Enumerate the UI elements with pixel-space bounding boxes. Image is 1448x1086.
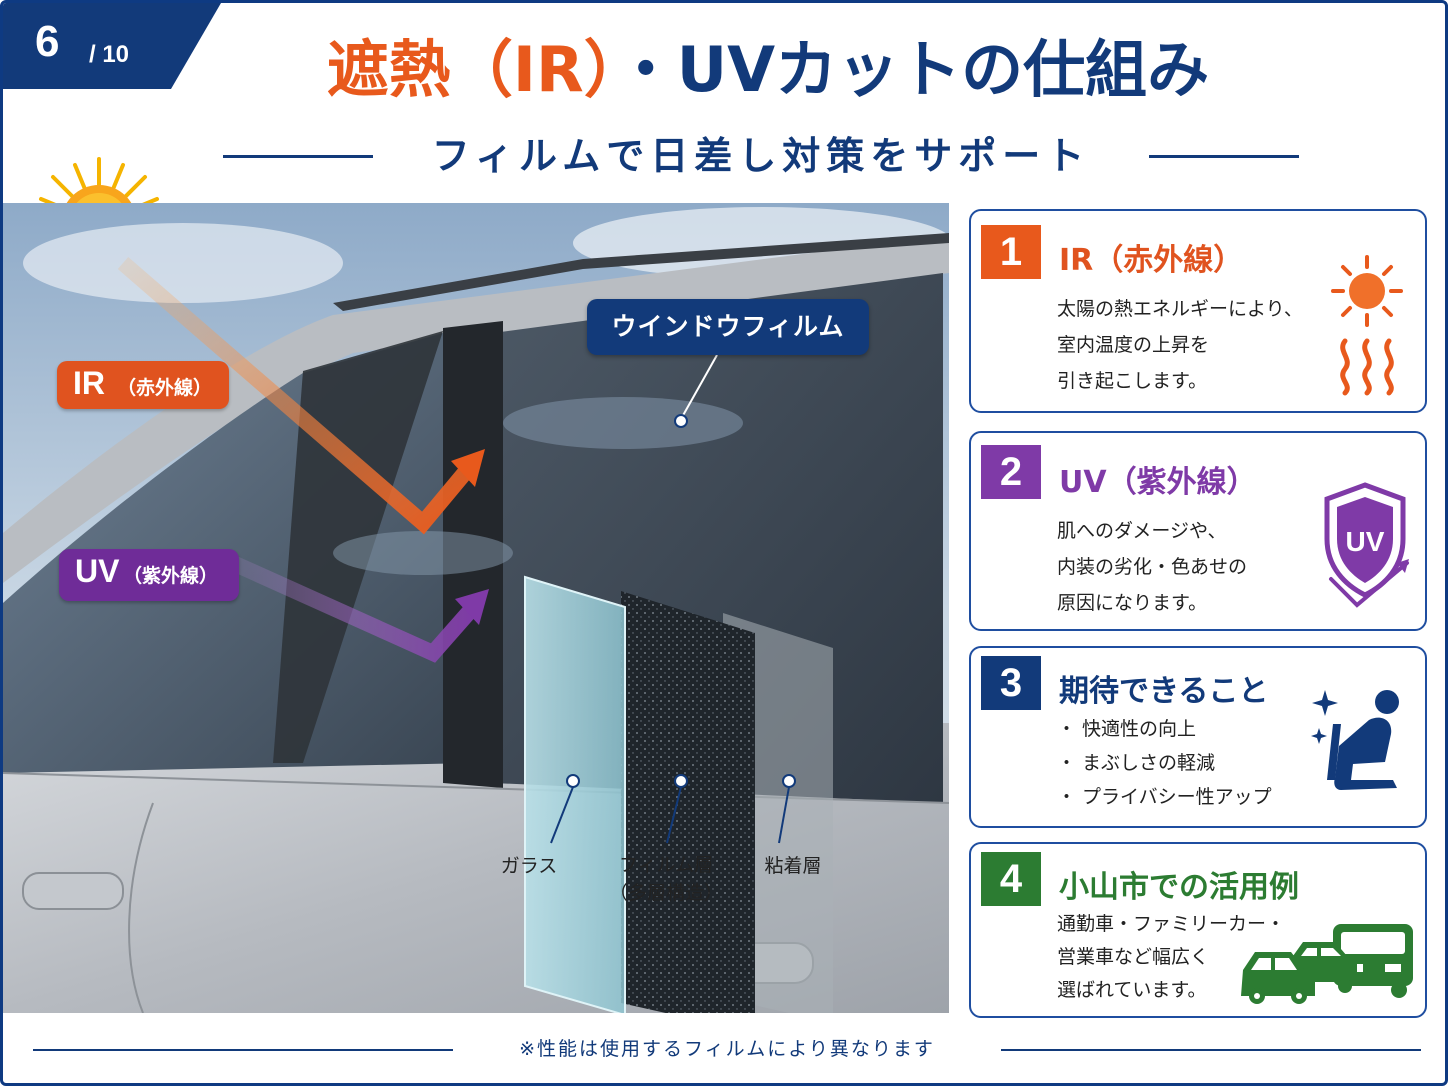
uv-shield-text: UV [1346, 526, 1385, 557]
total-pages: / 10 [89, 41, 130, 68]
page-subtitle: フィルムで日差し対策をサポート [431, 134, 1091, 178]
footer-rule-left [33, 1049, 453, 1051]
card-title: 期待できること [1059, 674, 1269, 709]
card-title: 小山市での活用例 [1059, 870, 1299, 905]
uv-tag: UV （紫外線） [59, 549, 239, 601]
film-layer-label: フィルム層 （多層構造） [601, 851, 731, 907]
title-ir-part: 遮熱（IR） [326, 33, 615, 106]
info-card-benefits: 3 期待できること ・ 快適性の向上 ・ まぶしさの軽減 ・ プライバシー性アッ… [969, 646, 1427, 828]
card-line: 通勤車・ファミリーカー・ [1057, 913, 1286, 935]
card-title: UV（紫外線） [1059, 465, 1257, 500]
info-card-ir: 1 IR（赤外線） 太陽の熱エネルギーにより、 室内温度の上昇を 引き起こします… [969, 209, 1427, 413]
ir-tag-main: IR [73, 365, 105, 401]
card-body: 肌へのダメージや、 内装の劣化・色あせの 原因になります。 [1057, 513, 1247, 621]
ir-tag: IR （赤外線） [57, 361, 229, 409]
card-line: 引き起こします。 [1057, 370, 1208, 392]
info-card-usage: 4 小山市での活用例 通勤車・ファミリーカー・ 営業車など幅広く 選ばれています… [969, 842, 1427, 1018]
title-uv-part: ・UVカットの仕組み [614, 33, 1210, 106]
card-number: 3 [981, 656, 1041, 710]
footer-rule-right [1001, 1049, 1421, 1051]
card-number: 1 [981, 225, 1041, 279]
car-window-illustration: IR （赤外線） UV （紫外線） ウインドウフィルム ガラス フィルム層 （多… [3, 203, 949, 1013]
info-card-uv: 2 UV（紫外線） 肌へのダメージや、 内装の劣化・色あせの 原因になります。 … [969, 431, 1427, 631]
uv-tag-sub: （紫外線） [123, 565, 219, 587]
window-film-label: ウインドウフィルム [587, 299, 869, 355]
subtitle-rule-right [1149, 155, 1299, 158]
page-title: 遮熱（IR）・UVカットの仕組み [263, 25, 1273, 115]
film-layer-label-line2: （多層構造） [608, 882, 723, 904]
card-number: 4 [981, 852, 1041, 906]
subtitle-rule-left [223, 155, 373, 158]
card-line: 選ばれています。 [1057, 979, 1207, 1001]
film-layer-label-line1: フィルム層 [618, 854, 714, 876]
card-number: 2 [981, 445, 1041, 499]
uv-tag-main: UV [75, 553, 120, 589]
footnote: ※性能は使用するフィルムにより異なります [519, 1038, 935, 1060]
card-body: ・ 快適性の向上 ・ まぶしさの軽減 ・ プライバシー性アップ [1057, 712, 1272, 814]
subtitle-row: フィルムで日差し対策をサポート [223, 131, 1299, 181]
vehicles-icon [1241, 924, 1413, 1004]
card-title: IR（赤外線） [1059, 243, 1244, 278]
card-line: 原因になります。 [1057, 592, 1208, 614]
uv-shield-icon: UV [1324, 482, 1409, 608]
glass-layer-label: ガラス [500, 855, 558, 877]
card-line: 太陽の熱エネルギーにより、 [1057, 298, 1303, 320]
current-page-number: 6 [35, 17, 61, 66]
card-line: ・ 快適性の向上 [1057, 718, 1197, 740]
card-line: ・ プライバシー性アップ [1057, 786, 1272, 808]
card-body: 太陽の熱エネルギーにより、 室内温度の上昇を 引き起こします。 [1057, 291, 1303, 399]
card-line: 室内温度の上昇を [1057, 334, 1210, 356]
comfort-seat-icon [1311, 690, 1399, 790]
footer: ※性能は使用するフィルムにより異なります [33, 1033, 1421, 1065]
ir-tag-sub: （赤外線） [117, 377, 213, 399]
card-body: 通勤車・ファミリーカー・ 営業車など幅広く 選ばれています。 [1057, 908, 1285, 1007]
card-line: 肌へのダメージや、 [1057, 520, 1227, 542]
card-line: 内装の劣化・色あせの [1057, 556, 1248, 578]
sun-heat-icon [1331, 255, 1403, 396]
page-number-badge: 6 / 10 [3, 3, 221, 89]
adhesive-layer-label: 粘着層 [764, 855, 822, 877]
card-line: 営業車など幅広く [1057, 946, 1210, 968]
card-line: ・ まぶしさの軽減 [1057, 752, 1216, 774]
